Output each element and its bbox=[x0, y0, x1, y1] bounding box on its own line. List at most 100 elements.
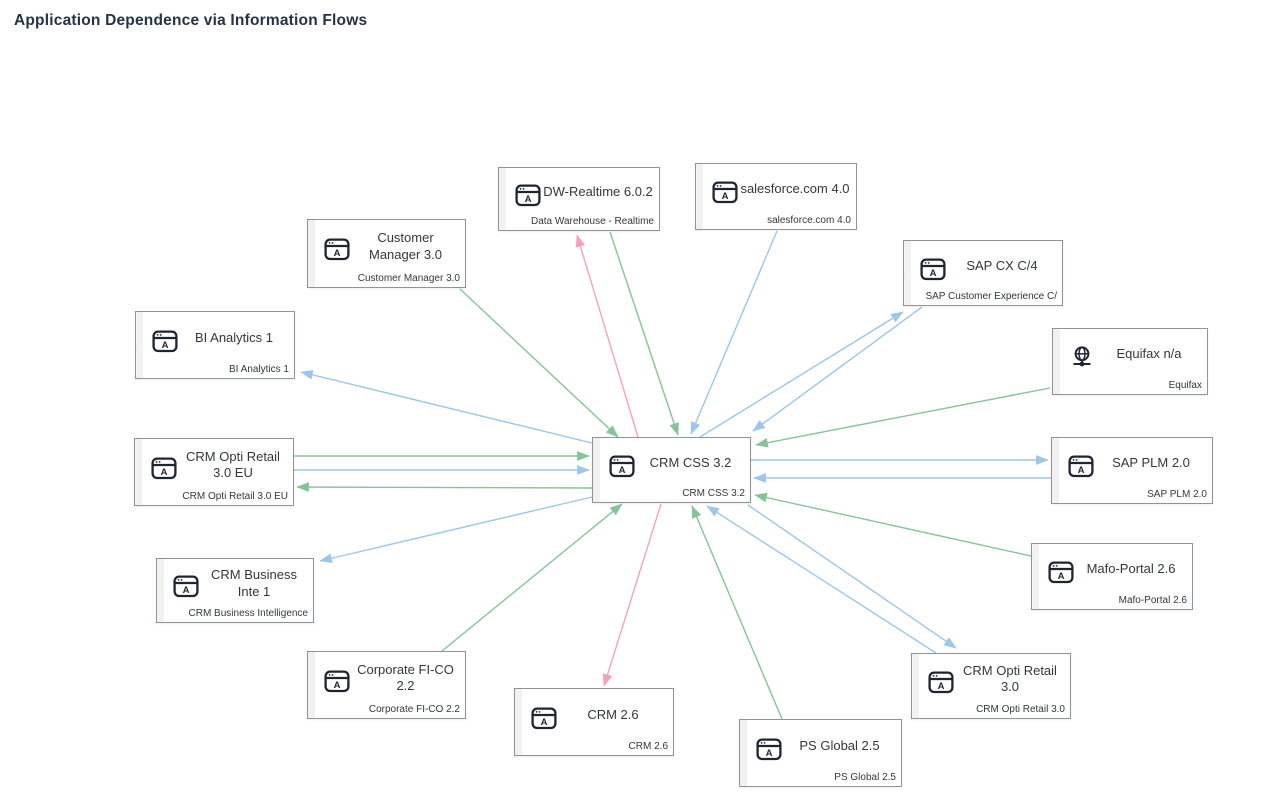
edge-crm-css-32-to-sap-cx-c4[interactable] bbox=[699, 311, 904, 438]
page-title: Application Dependence via Information F… bbox=[14, 12, 368, 29]
edge-equifax-na-to-crm-css-32[interactable] bbox=[755, 387, 1051, 448]
svg-text:A: A bbox=[1078, 465, 1085, 476]
node-left-strip bbox=[136, 312, 143, 378]
svg-text:A: A bbox=[334, 680, 341, 691]
node-title: CRM Opti Retail 3.0 EU bbox=[186, 448, 280, 480]
node-left-strip bbox=[308, 220, 315, 287]
svg-text:A: A bbox=[525, 194, 532, 205]
edge-dw-realtime-602-to-crm-css-32[interactable] bbox=[609, 231, 679, 436]
node-title: PS Global 2.5 bbox=[799, 737, 880, 753]
app-window-icon: A bbox=[151, 445, 177, 491]
app-window-icon: A bbox=[515, 174, 541, 216]
node-title: Equifax n/a bbox=[1116, 346, 1182, 362]
node-title: SAP PLM 2.0 bbox=[1112, 455, 1190, 471]
edge-crm-css-32-to-crm-opti-retail-30-eu[interactable] bbox=[296, 482, 593, 492]
node-left-strip bbox=[1052, 438, 1059, 503]
node-bi-analytics-1[interactable]: A BI Analytics 1 BI Analytics 1 bbox=[135, 311, 295, 379]
node-title: DW-Realtime 6.0.2 bbox=[543, 183, 653, 199]
node-title: Corporate FI-CO 2.2 bbox=[357, 661, 454, 693]
node-left-strip bbox=[912, 654, 919, 718]
app-window-icon: A bbox=[609, 444, 635, 488]
edge-mafo-portal-26-to-crm-css-32[interactable] bbox=[754, 492, 1032, 557]
node-left-strip bbox=[740, 720, 747, 786]
node-subtitle: SAP Customer Experience C/ bbox=[925, 291, 1057, 302]
node-subtitle: CRM CSS 3.2 bbox=[682, 488, 745, 499]
app-window-icon: A bbox=[324, 226, 350, 273]
svg-text:A: A bbox=[930, 268, 937, 279]
node-crm-opti-retail-30-eu[interactable]: A CRM Opti Retail 3.0 EU CRM Opti Retail 3… bbox=[134, 438, 294, 506]
node-subtitle: Customer Manager 3.0 bbox=[357, 273, 460, 284]
edge-corporate-fi-co-22-to-crm-css-32[interactable] bbox=[441, 503, 623, 652]
app-window-icon: A bbox=[928, 660, 954, 704]
edge-sap-cx-c4-to-crm-css-32[interactable] bbox=[752, 306, 923, 432]
node-subtitle: Equifax bbox=[1168, 380, 1202, 391]
node-left-strip bbox=[515, 689, 522, 755]
edge-crm-css-32-to-bi-analytics-1[interactable] bbox=[300, 370, 593, 444]
node-subtitle: Mafo-Portal 2.6 bbox=[1118, 595, 1187, 606]
edge-customer-manager-30-to-crm-css-32[interactable] bbox=[459, 288, 619, 438]
svg-text:A: A bbox=[161, 467, 168, 478]
app-window-icon: A bbox=[920, 247, 946, 291]
node-left-strip bbox=[135, 439, 142, 505]
node-subtitle: SAP PLM 2.0 bbox=[1147, 489, 1207, 500]
globe-network-icon bbox=[1069, 335, 1095, 380]
app-window-icon: A bbox=[531, 695, 557, 741]
node-subtitle: CRM Opti Retail 3.0 bbox=[976, 704, 1065, 715]
node-left-strip bbox=[157, 559, 164, 622]
edge-salesforce-com-40-to-crm-css-32[interactable] bbox=[690, 230, 778, 435]
node-left-strip bbox=[696, 164, 703, 229]
app-window-icon: A bbox=[712, 170, 738, 215]
node-left-strip bbox=[904, 241, 911, 305]
node-title: CRM Opti Retail 3.0 bbox=[963, 662, 1057, 694]
node-subtitle: Corporate FI-CO 2.2 bbox=[368, 704, 460, 715]
svg-text:A: A bbox=[619, 465, 626, 476]
app-window-icon: A bbox=[1068, 444, 1094, 489]
app-window-icon: A bbox=[324, 658, 350, 704]
edge-crm-css-32-to-crm-opti-retail-30[interactable] bbox=[747, 504, 957, 649]
svg-text:A: A bbox=[334, 248, 341, 259]
edge-crm-css-32-to-dw-realtime-602[interactable] bbox=[575, 234, 639, 438]
edge-ps-global-25-to-crm-css-32[interactable] bbox=[691, 505, 783, 720]
app-window-icon: A bbox=[173, 565, 199, 608]
node-title: salesforce.com 4.0 bbox=[740, 181, 850, 197]
svg-text:A: A bbox=[722, 191, 729, 202]
svg-text:A: A bbox=[541, 717, 548, 728]
node-title: CRM CSS 3.2 bbox=[649, 454, 732, 470]
node-subtitle: CRM 2.6 bbox=[628, 741, 668, 752]
edge-crm-opti-retail-30-to-crm-css-32[interactable] bbox=[706, 505, 937, 654]
edge-crm-css-32-to-crm-business-inte-1[interactable] bbox=[319, 496, 593, 564]
node-title: BI Analytics 1 bbox=[194, 329, 274, 345]
node-title: SAP CX C/4 bbox=[966, 257, 1038, 273]
edge-crm-css-32-to-crm-26[interactable] bbox=[602, 503, 662, 687]
node-subtitle: BI Analytics 1 bbox=[228, 364, 289, 375]
app-window-icon: A bbox=[152, 318, 178, 364]
svg-text:A: A bbox=[766, 748, 773, 759]
node-subtitle: CRM Opti Retail 3.0 EU bbox=[182, 491, 288, 502]
node-subtitle: salesforce.com 4.0 bbox=[767, 215, 851, 226]
app-window-icon: A bbox=[756, 726, 782, 772]
node-left-strip bbox=[499, 168, 506, 230]
node-left-strip bbox=[1032, 544, 1039, 609]
svg-text:A: A bbox=[183, 585, 190, 596]
node-left-strip bbox=[1053, 329, 1060, 394]
svg-text:A: A bbox=[162, 340, 169, 351]
app-window-icon: A bbox=[1048, 550, 1074, 595]
node-title: CRM Business Inte 1 bbox=[211, 567, 297, 599]
node-title: Customer Manager 3.0 bbox=[369, 230, 442, 262]
node-subtitle: Data Warehouse - Realtime bbox=[530, 216, 654, 227]
